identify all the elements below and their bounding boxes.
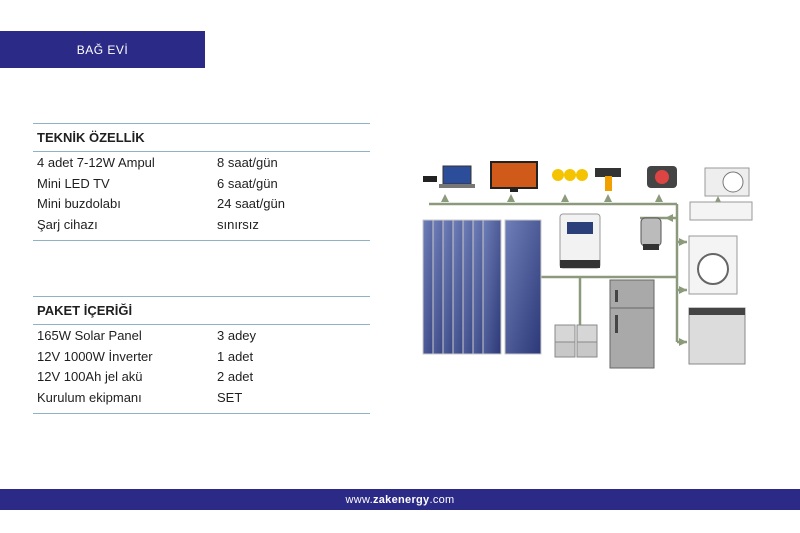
water-pump-icon (647, 166, 677, 188)
dishwasher-icon (688, 307, 746, 365)
divider (33, 413, 370, 414)
spec-value: sınırsız (217, 216, 259, 232)
juicer-icon (640, 217, 662, 250)
refrigerator-icon (609, 279, 655, 369)
technical-specs-heading: TEKNİK ÖZELLİK (37, 130, 145, 145)
package-quantity: SET (217, 389, 243, 405)
tv-icon (490, 161, 538, 192)
solar-system-diagram (422, 161, 753, 369)
solar-panel-array (422, 219, 542, 355)
package-quantity: 1 adet (217, 348, 254, 364)
router-icon (423, 176, 437, 182)
page-title: BAĞ EVİ (0, 31, 205, 68)
divider (33, 240, 370, 241)
air-conditioner-icon (689, 167, 753, 221)
spec-value: 8 saat/gün (217, 155, 278, 170)
footer-suffix: .com (429, 493, 455, 506)
package-contents-heading: PAKET İÇERİĞİ (37, 303, 133, 318)
inverter-icon (559, 213, 601, 269)
spec-row: 4 adet 7-12W Ampul 8 saat/gün (33, 153, 370, 174)
package-quantity: 2 adet (217, 369, 254, 384)
washing-machine-icon (688, 235, 738, 295)
spec-item: Mini LED TV (37, 175, 110, 191)
divider (33, 123, 370, 124)
package-row: Kurulum ekipmanı SET (33, 388, 370, 409)
spec-item: 4 adet 7-12W Ampul (37, 155, 155, 170)
drill-icon (595, 168, 621, 191)
spec-value: 6 saat/gün (217, 175, 278, 191)
package-row: 12V 100Ah jel akü 2 adet (33, 367, 370, 388)
package-item: Kurulum ekipmanı (37, 389, 142, 405)
up-arrows (441, 194, 722, 204)
lightbulb-icon (552, 169, 588, 181)
spec-item: Şarj cihazı (37, 216, 98, 232)
laptop-icon (439, 165, 475, 188)
spec-item: Mini buzdolabı (37, 196, 121, 211)
package-quantity: 3 adey (217, 328, 257, 343)
divider (33, 296, 370, 297)
website-footer: www.zakenergy.com (0, 489, 800, 510)
package-row: 12V 1000W İnverter 1 adet (33, 347, 370, 368)
spec-row: Şarj cihazı sınırsız (33, 215, 370, 236)
package-item: 12V 1000W İnverter (37, 348, 153, 364)
package-item: 12V 100Ah jel akü (37, 369, 143, 384)
footer-prefix: www. (345, 493, 373, 506)
connector-arrows (665, 214, 687, 346)
package-item: 165W Solar Panel (37, 328, 142, 343)
footer-brand: zakenergy (372, 493, 430, 506)
divider (33, 324, 370, 325)
spec-row: Mini LED TV 6 saat/gün (33, 174, 370, 195)
battery-icon (554, 324, 598, 358)
spec-row: Mini buzdolabı 24 saat/gün (33, 194, 370, 215)
divider (33, 151, 370, 152)
spec-value: 24 saat/gün (217, 196, 285, 211)
package-contents-section: PAKET İÇERİĞİ 165W Solar Panel 3 adey 12… (33, 296, 370, 414)
package-row: 165W Solar Panel 3 adey (33, 326, 370, 347)
technical-specs-section: TEKNİK ÖZELLİK 4 adet 7-12W Ampul 8 saat… (33, 123, 370, 241)
